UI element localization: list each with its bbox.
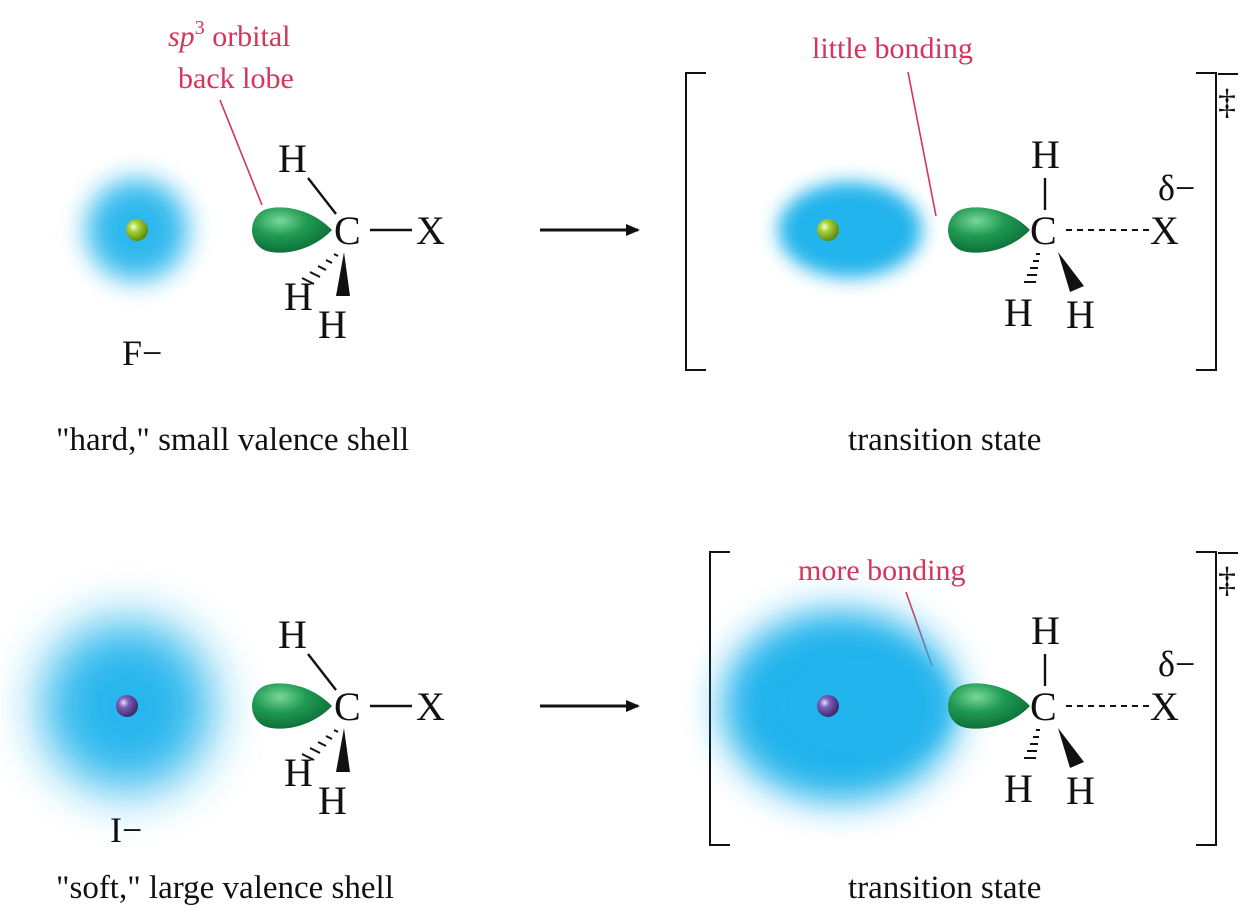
fluoride-nucleus	[126, 219, 148, 241]
sp3-annotation-line1: sp3 orbital	[168, 17, 291, 53]
sp3-back-lobe-bottom	[252, 683, 332, 729]
sp3-annotation-line2: back lobe	[178, 62, 294, 95]
hashed-wedge-bond	[301, 253, 339, 285]
ts-bracket-left-bottom	[709, 551, 730, 846]
ts-hashed-wedge-bond-bottom	[1024, 729, 1040, 759]
ts-carbon-atom-bottom: C	[1030, 684, 1057, 729]
ts-bracket-left	[685, 72, 706, 371]
top-reactants: F− sp3 orbital back lobe C X H H H "hard…	[56, 17, 445, 458]
ts-hydrogen-up: H	[1031, 132, 1060, 177]
hashed-wedge-bond-bottom	[301, 729, 339, 761]
carbon-atom: C	[334, 208, 361, 253]
iodide-label: I−	[110, 810, 142, 850]
fluoride-ts-cloud	[778, 182, 922, 278]
bottom-right-caption: transition state	[848, 870, 1041, 906]
little-bonding-annotation: little bonding	[812, 32, 973, 65]
ts-bracket-right-bottom	[1196, 551, 1217, 846]
ts-leaving-group-x: X	[1150, 208, 1179, 253]
hydrogen-front-bottom: H	[318, 778, 347, 823]
top-transition-state: ‡ little bonding C H X δ− H H transition…	[685, 32, 1238, 458]
ts-hydrogen-up-bottom: H	[1031, 608, 1060, 653]
bottom-left-caption: "soft," large valence shell	[56, 870, 394, 906]
ts-carbon-atom: C	[1030, 208, 1057, 253]
little-bonding-leader	[907, 71, 937, 217]
ts-back-lobe-bottom	[948, 683, 1030, 729]
iodide-ts-cloud-core	[768, 648, 952, 764]
iodide-ts-nucleus	[817, 695, 839, 717]
hydrogen-front: H	[318, 302, 347, 347]
double-dagger-top: ‡	[1218, 82, 1236, 122]
hydrogen-up-bottom: H	[278, 612, 307, 657]
c-h-bond-up	[307, 177, 337, 215]
ts-hydrogen-front: H	[1066, 292, 1095, 337]
ts-hashed-wedge-bond	[1024, 253, 1040, 283]
double-dagger-bottom: ‡	[1218, 560, 1236, 600]
hydrogen-back: H	[284, 274, 313, 319]
more-bonding-annotation: more bonding	[798, 554, 965, 587]
iodide-nucleus	[116, 695, 138, 717]
c-h-bond-up-bottom	[307, 653, 337, 691]
top-right-caption: transition state	[848, 422, 1041, 458]
hydrogen-back-bottom: H	[284, 750, 313, 795]
ts-hydrogen-front-bottom: H	[1066, 768, 1095, 813]
ts-back-lobe	[948, 207, 1030, 253]
ts-solid-wedge-bond	[1058, 252, 1084, 292]
leaving-group-x-bottom: X	[416, 684, 445, 729]
bottom-reactants: I− C X H H H "soft," large valence shell	[15, 594, 445, 906]
solid-wedge-bond-bottom	[336, 728, 350, 772]
fluoride-ts-nucleus	[817, 219, 839, 241]
ts-bracket-right	[1196, 72, 1217, 371]
ts-solid-wedge-bond-bottom	[1058, 728, 1084, 768]
ts-partial-negative-bottom: δ−	[1158, 644, 1195, 684]
solid-wedge-bond	[336, 252, 350, 296]
carbon-atom-bottom: C	[334, 684, 361, 729]
ts-partial-negative: δ−	[1158, 168, 1195, 208]
ts-hydrogen-back: H	[1004, 290, 1033, 335]
ts-hydrogen-back-bottom: H	[1004, 766, 1033, 811]
leaving-group-x: X	[416, 208, 445, 253]
fluoride-label: F−	[122, 333, 162, 373]
sp3-back-lobe	[252, 207, 332, 253]
hydrogen-up: H	[278, 136, 307, 181]
sp3-annotation-leader	[219, 99, 263, 206]
top-left-caption: "hard," small valence shell	[56, 422, 409, 458]
ts-leaving-group-x-bottom: X	[1150, 684, 1179, 729]
bottom-transition-state: ‡ more bonding C H X δ− H H transition s…	[709, 551, 1238, 906]
